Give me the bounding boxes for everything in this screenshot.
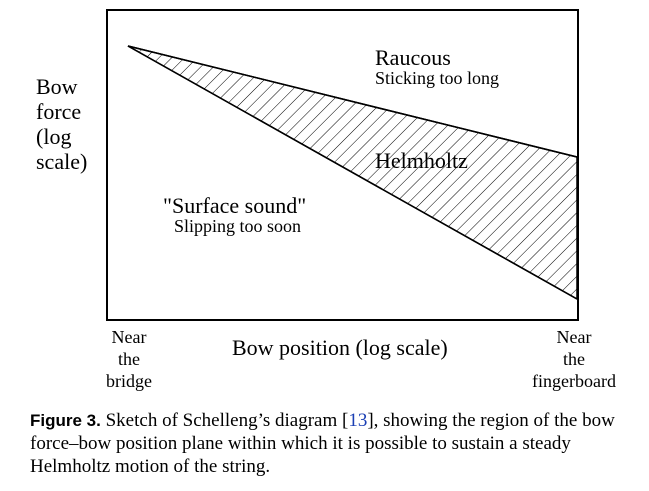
x-right-label-line: fingerboard <box>532 371 616 391</box>
raucous-label: Raucous <box>375 45 451 70</box>
x-axis-right-end-label: Near the fingerboard <box>522 326 626 392</box>
citation-link[interactable]: 13 <box>348 410 368 431</box>
schelleng-diagram <box>106 9 579 321</box>
sticking-too-long-label: Sticking too long <box>375 68 500 88</box>
caption-text-end: ], showing the region of the bow force–b… <box>30 410 615 477</box>
x-right-label-line: the <box>563 349 585 369</box>
minimum-bow-force-line <box>127 45 578 300</box>
figure-label: Figure 3. <box>30 411 101 430</box>
x-left-label-line: bridge <box>106 371 152 391</box>
maximum-bow-force-line <box>127 45 578 158</box>
x-left-label-line: the <box>118 349 140 369</box>
surface-sound-label: "Surface sound" <box>163 193 307 218</box>
x-left-label-line: Near <box>111 327 147 347</box>
x-right-label-line: Near <box>556 327 592 347</box>
caption-text-start: Sketch of Schelleng’s diagram [ <box>105 410 349 431</box>
figure-caption: Figure 3. Sketch of Schelleng’s diagram … <box>30 409 635 478</box>
y-axis-label-line: (log <box>36 124 72 149</box>
y-axis-label: Bow force (log scale) <box>36 74 87 174</box>
x-axis-label: Bow position (log scale) <box>232 335 448 360</box>
plot-frame <box>106 9 579 321</box>
slipping-too-soon-label: Slipping too soon <box>174 216 302 236</box>
y-axis-label-line: force <box>36 99 82 124</box>
y-axis-label-line: scale) <box>36 149 88 174</box>
x-axis-left-end-label: Near the bridge <box>99 326 159 392</box>
helmholtz-label: Helmholtz <box>375 148 468 173</box>
y-axis-label-line: Bow <box>36 74 78 99</box>
